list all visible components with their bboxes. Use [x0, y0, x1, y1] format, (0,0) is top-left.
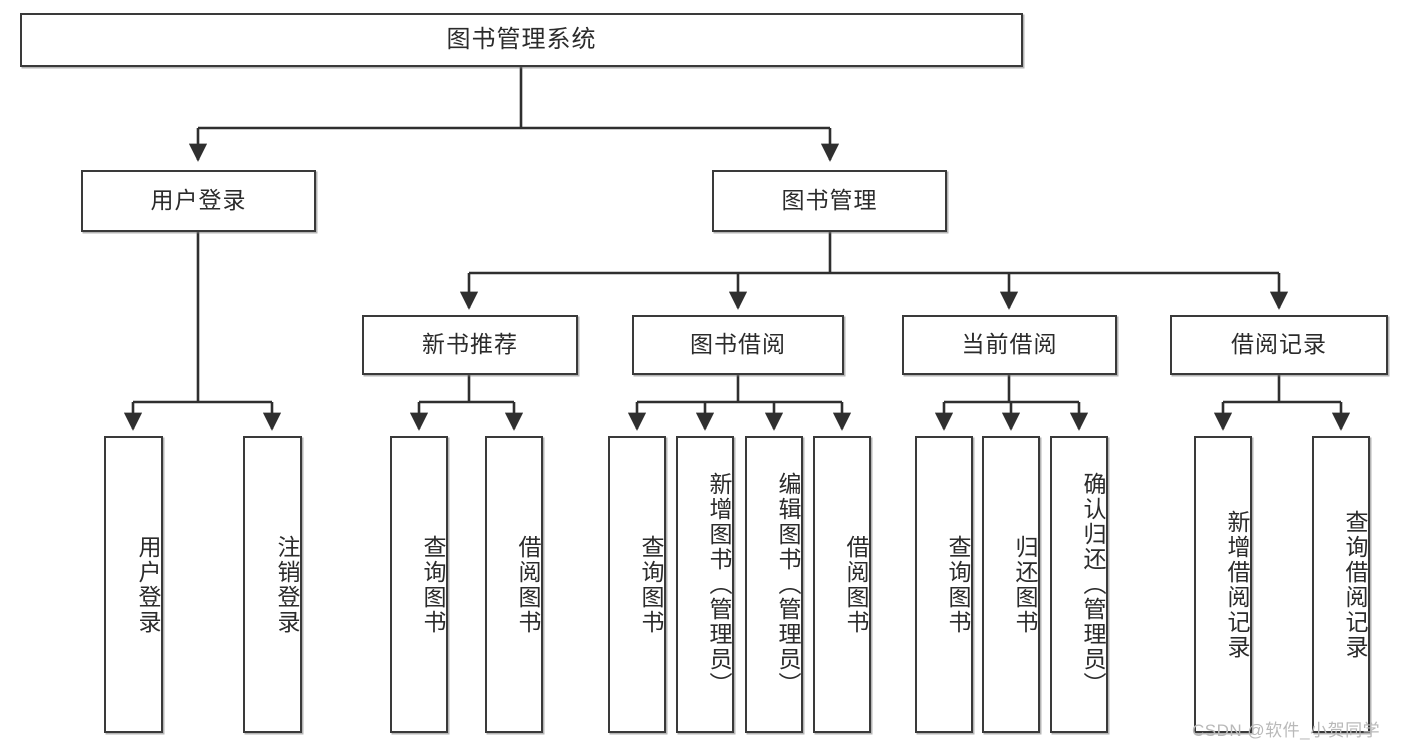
- node-label: 编辑图书（管理员）: [775, 472, 801, 697]
- node-root-book-management-system[interactable]: 图书管理系统: [20, 13, 1023, 67]
- node-label: 查询借阅记录: [1342, 509, 1368, 660]
- node-leaf-edit-book[interactable]: 编辑图书（管理员）: [745, 436, 803, 733]
- node-leaf-add-borrow-record[interactable]: 新增借阅记录: [1194, 436, 1252, 733]
- node-label: 图书管理系统: [446, 25, 597, 53]
- node-label: 查询图书: [420, 534, 446, 635]
- node-label: 借阅图书: [843, 534, 869, 635]
- node-leaf-query-borrow-record[interactable]: 查询借阅记录: [1312, 436, 1370, 733]
- node-label: 新书推荐: [422, 331, 518, 358]
- node-label: 图书管理: [781, 187, 878, 214]
- node-book-manage[interactable]: 图书管理: [712, 170, 947, 232]
- node-label: 归还图书: [1012, 534, 1038, 635]
- node-leaf-add-book[interactable]: 新增图书（管理员）: [676, 436, 734, 733]
- node-label: 确认归还（管理员）: [1080, 472, 1106, 697]
- node-leaf-confirm-return[interactable]: 确认归还（管理员）: [1050, 436, 1108, 733]
- node-user-login[interactable]: 用户登录: [81, 170, 316, 232]
- node-label: 用户登录: [150, 187, 247, 214]
- node-label: 新增图书（管理员）: [706, 472, 732, 697]
- node-label: 新增借阅记录: [1224, 509, 1250, 660]
- node-leaf-logout-login[interactable]: 注销登录: [243, 436, 302, 733]
- node-leaf-borrow-book-2[interactable]: 借阅图书: [813, 436, 871, 733]
- node-book-borrow[interactable]: 图书借阅: [632, 315, 844, 375]
- node-label: 用户登录: [135, 534, 161, 635]
- node-leaf-return-book[interactable]: 归还图书: [982, 436, 1040, 733]
- node-borrow-record[interactable]: 借阅记录: [1170, 315, 1388, 375]
- csdn-watermark: CSDN @软件_小贺同学: [1192, 721, 1381, 740]
- node-label: 注销登录: [274, 534, 300, 635]
- node-label: 借阅图书: [515, 534, 541, 635]
- node-label: 查询图书: [945, 534, 971, 635]
- node-leaf-query-book-3[interactable]: 查询图书: [915, 436, 973, 733]
- node-leaf-borrow-book-1[interactable]: 借阅图书: [485, 436, 543, 733]
- node-label: 借阅记录: [1231, 331, 1327, 358]
- node-leaf-query-book-1[interactable]: 查询图书: [390, 436, 448, 733]
- node-label: 图书借阅: [690, 331, 786, 358]
- node-label: 当前借阅: [961, 331, 1058, 358]
- node-leaf-query-book-2[interactable]: 查询图书: [608, 436, 666, 733]
- node-current-borrow[interactable]: 当前借阅: [902, 315, 1117, 375]
- node-new-book-recommend[interactable]: 新书推荐: [362, 315, 578, 375]
- node-label: 查询图书: [638, 534, 664, 635]
- node-leaf-user-login[interactable]: 用户登录: [104, 436, 163, 733]
